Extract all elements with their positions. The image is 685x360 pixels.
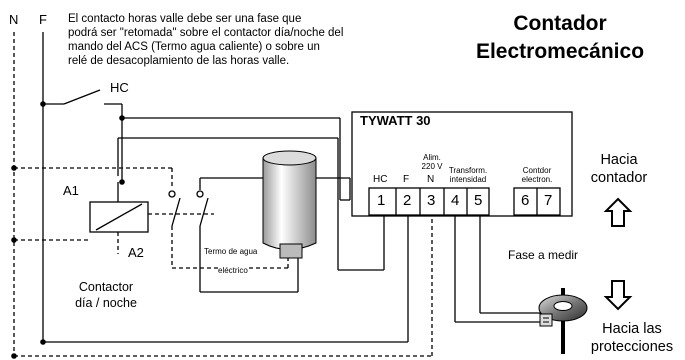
n-terminal-label: N [427, 174, 435, 185]
coil-a1-label: A1 [63, 183, 79, 198]
hc-contact-label: HC [110, 80, 129, 95]
f-terminal-label: F [403, 174, 410, 185]
terminal-4: 4 [451, 192, 460, 209]
terminal-5: 5 [474, 192, 483, 209]
tywatt-device [351, 111, 573, 217]
hc-terminal-label: HC [373, 174, 388, 185]
device-name: TYWATT 30 [360, 113, 431, 128]
hacia-contador-label: Hacia contador [590, 152, 648, 186]
terminal-3: 3 [427, 192, 436, 209]
phase-wires [42, 32, 548, 343]
neutral-label: N [9, 12, 19, 27]
terminal-6: 6 [521, 192, 530, 209]
transform-label: Transform. intensidad [448, 166, 488, 184]
note-line: podrá ser "retomada" sobre el contactor … [68, 27, 344, 39]
termo-label-line1: Termo de agua [204, 247, 258, 256]
alim-label: Alim. 220 V [421, 153, 443, 171]
hacia-protecciones-label: Hacia las protecciones [590, 321, 674, 355]
terminal-2: 2 [403, 192, 412, 209]
coil-a2-label: A2 [128, 245, 144, 260]
down-arrow-icon [603, 280, 633, 311]
note-line: mando del ACS (Termo agua caliente) o so… [68, 41, 320, 53]
contactor-label: Contactor día / noche [75, 280, 137, 310]
up-arrow-icon [603, 197, 633, 227]
contdor-label: Contdor electron. [521, 166, 553, 184]
terminal-7: 7 [544, 192, 553, 209]
note-text: El contacto horas valle debe ser una fas… [68, 12, 343, 68]
current-transformer-icon [538, 288, 588, 354]
termo-label-line2: eléctrico [218, 266, 248, 275]
contactor-contacts [148, 177, 350, 227]
junction-dots [11, 101, 125, 359]
contactor-coil [89, 182, 149, 254]
page-title: Contador Electromecánico [475, 12, 645, 63]
water-heater-icon [262, 150, 317, 259]
note-line: El contacto horas valle debe ser una fas… [68, 13, 302, 25]
terminal-1: 1 [377, 192, 386, 209]
phase-label: F [39, 12, 47, 27]
note-line: relé de desacoplamiento de las horas val… [68, 55, 290, 67]
fase-a-medir-label: Fase a medir [508, 248, 579, 262]
